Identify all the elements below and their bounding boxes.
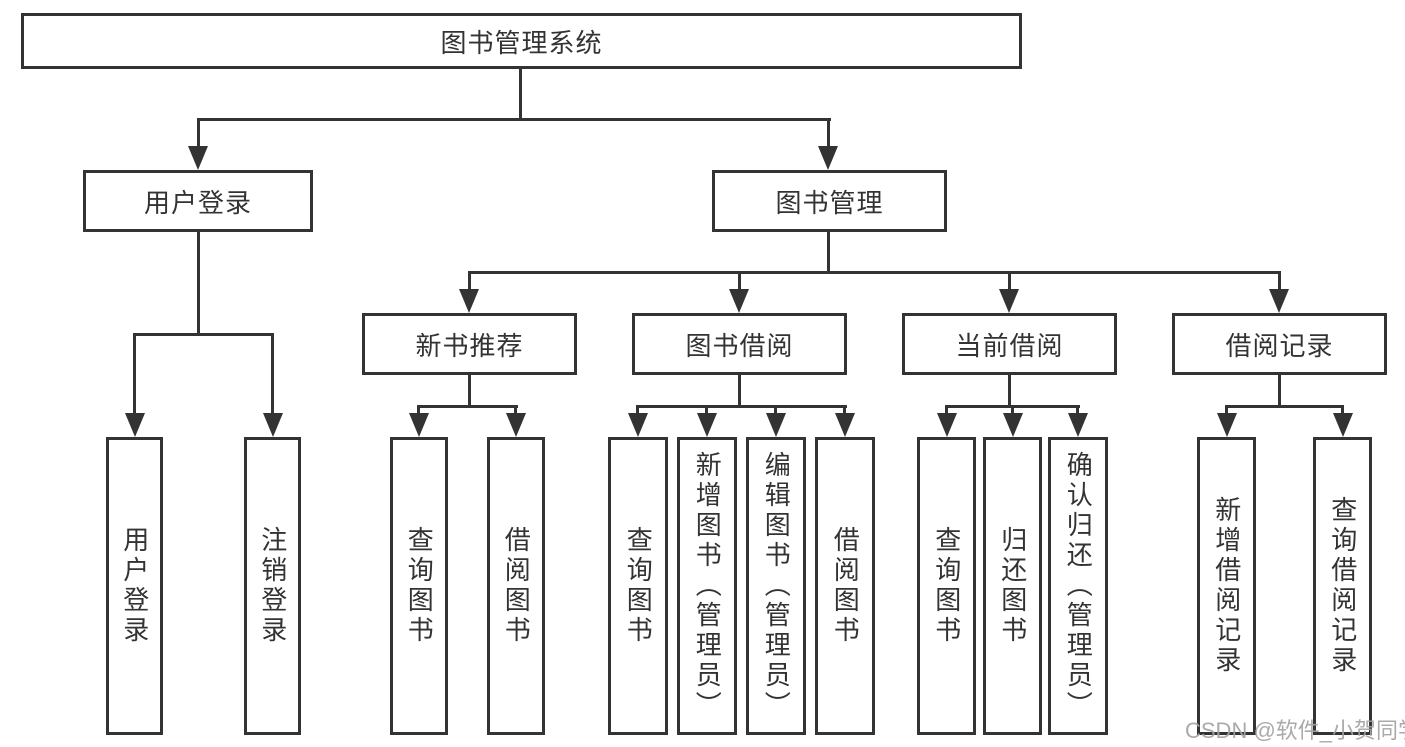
arrowhead-down [263,413,283,437]
leaf-label: 借阅图书 [830,526,861,646]
leaf-borrow-books-recommendation: 借阅图书 [487,437,545,735]
leaf-label: 查询图书 [623,526,654,646]
leaf-label: 新增借阅记录 [1211,496,1242,676]
node-book-management: 图书管理 [712,170,947,232]
connector-stub [271,336,274,416]
connector-stub [1278,274,1281,292]
leaf-label: 确认归还（管理员） [1063,451,1094,721]
connector-stub [738,274,741,292]
arrowhead-down [1333,413,1353,437]
leaf-label: 编辑图书（管理员） [761,451,792,721]
node-label: 图书管理 [775,187,884,218]
arrowhead-down [1217,413,1237,437]
connector-stub [133,336,136,416]
node-label: 当前借阅 [955,330,1064,361]
arrowhead-down [999,289,1019,313]
arrowhead-down [697,413,717,437]
connector-trunk [1278,375,1281,408]
leaf-logout-login: 注销登录 [244,437,301,735]
connector-stub [705,408,708,416]
connector-crossbar [468,271,1281,274]
connector-crossbar [1225,405,1344,408]
node-book-borrowing: 图书借阅 [632,313,847,375]
node-label: 新书推荐 [415,330,524,361]
connector-trunk [468,375,471,408]
arrowhead-down [459,289,479,313]
leaf-label: 新增图书（管理员） [692,451,723,721]
arrowhead-down [1269,289,1289,313]
arrowhead-down [818,146,838,170]
connector-crossbar [417,405,518,408]
connector-stub [1076,408,1079,416]
leaf-query-borrow-record: 查询借阅记录 [1313,437,1372,735]
node-new-book-recommendation: 新书推荐 [362,313,577,375]
connector-root-trunk [519,69,522,121]
leaf-confirm-return-admin: 确认归还（管理员） [1048,437,1108,735]
arrowhead-down [125,413,145,437]
leaf-query-books-current: 查询图书 [917,437,976,735]
leaf-user-login: 用户登录 [106,437,163,735]
connector-crossbar [945,405,1080,408]
connector-stub [1011,408,1014,416]
leaf-label: 注销登录 [257,526,288,646]
connector-trunk [738,375,741,408]
connector-crossbar [133,333,274,336]
arrowhead-down [628,413,648,437]
node-user-login: 用户登录 [83,170,313,232]
connector-stub [827,121,830,149]
leaf-label: 借阅图书 [501,526,532,646]
leaf-label: 查询借阅记录 [1327,496,1358,676]
leaf-label: 查询图书 [931,526,962,646]
connector-stub [1008,274,1011,292]
connector-stub [417,408,420,416]
arrowhead-down [1003,413,1023,437]
node-current-borrowing: 当前借阅 [902,313,1117,375]
node-label: 用户登录 [143,187,252,218]
arrowhead-down [409,413,429,437]
connector-stub [945,408,948,416]
connector-stub [468,274,471,292]
connector-stub [1225,408,1228,416]
leaf-borrow-books: 借阅图书 [815,437,875,735]
leaf-label: 查询图书 [404,526,435,646]
node-label: 图书管理系统 [440,27,603,58]
leaf-return-books: 归还图书 [983,437,1042,735]
node-label: 借阅记录 [1225,330,1334,361]
node-borrowing-records: 借阅记录 [1172,313,1387,375]
leaf-edit-books-admin: 编辑图书（管理员） [746,437,806,735]
arrowhead-down [188,146,208,170]
csdn-watermark: CSDN @软件_小贺同学 [1185,718,1405,743]
leaf-label: 归还图书 [997,526,1028,646]
connector-root-crossbar [197,118,831,121]
connector-stub [774,408,777,416]
connector-stub [514,408,517,416]
arrowhead-down [729,289,749,313]
leaf-label: 用户登录 [119,526,150,646]
arrowhead-down [937,413,957,437]
node-library-management-system: 图书管理系统 [21,13,1022,69]
connector-trunk [197,232,200,336]
arrowhead-down [1068,413,1088,437]
arrowhead-down [835,413,855,437]
arrowhead-down [506,413,526,437]
connector-stub [197,121,200,149]
leaf-add-books-admin: 新增图书（管理员） [677,437,737,735]
leaf-add-borrow-record: 新增借阅记录 [1197,437,1256,735]
connector-stub [843,408,846,416]
node-label: 图书借阅 [685,330,794,361]
connector-crossbar [636,405,847,408]
connector-stub [636,408,639,416]
leaf-query-books-recommendation: 查询图书 [390,437,448,735]
connector-trunk [1008,375,1011,408]
connector-trunk [827,232,830,274]
connector-stub [1341,408,1344,416]
arrowhead-down [766,413,786,437]
leaf-query-books-borrowing: 查询图书 [608,437,668,735]
